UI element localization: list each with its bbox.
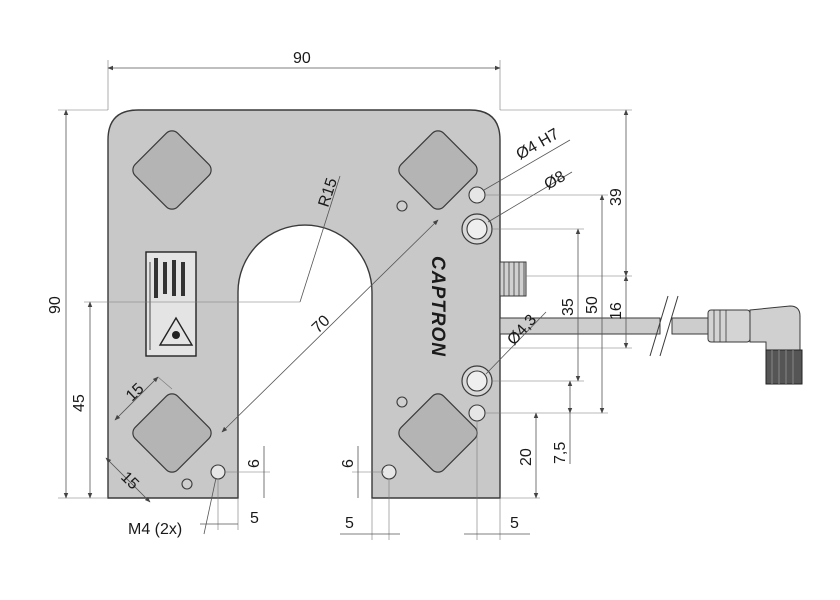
dim-v-7-5: 7,5: [552, 442, 569, 464]
sensor-pad-top-right: [398, 130, 478, 210]
dim-v-39: 39: [608, 188, 625, 206]
screw-hole-lower: [396, 396, 408, 408]
dim-hole-offset-right-x: 5: [510, 515, 519, 532]
sensor-pad-top-left: [132, 130, 212, 210]
dim-hole-offset-right-y: 6: [340, 459, 357, 468]
dim-height-left: 90: [47, 296, 64, 314]
dim-diagonal: 70: [309, 312, 334, 337]
dim-v-20: 20: [518, 448, 535, 466]
screw-hole-corner: [181, 478, 193, 490]
laser-warning-label-icon: [145, 251, 197, 357]
dim-thread: M4 (2x): [128, 521, 182, 538]
mount-hole-bottom-small: [468, 404, 486, 422]
brand-logo: CAPTRON: [427, 256, 448, 357]
dim-v-35: 35: [560, 298, 577, 316]
dim-hole-offset-mid-x: 5: [345, 515, 354, 532]
dim-v-16: 16: [608, 302, 625, 320]
bore-top: [461, 213, 493, 245]
dim-bore-small: Ø4 H7: [514, 126, 563, 164]
connector-icon: [499, 261, 527, 297]
screw-hole-upper: [396, 200, 408, 212]
dim-v-50: 50: [584, 296, 601, 314]
mount-hole-m4-left: [210, 464, 226, 480]
dim-hole-offset-left-x: 5: [250, 510, 259, 527]
dim-bore-large: Ø8: [542, 168, 569, 193]
dim-half-height: 45: [71, 394, 88, 412]
dim-hole-offset-left-y: 6: [246, 459, 263, 468]
mount-hole-m4-right: [381, 464, 397, 480]
cable-plug-icon: [707, 305, 803, 385]
mount-hole-top-small: [468, 186, 486, 204]
bore-bottom: [461, 365, 493, 397]
dim-width-top: 90: [293, 50, 311, 67]
